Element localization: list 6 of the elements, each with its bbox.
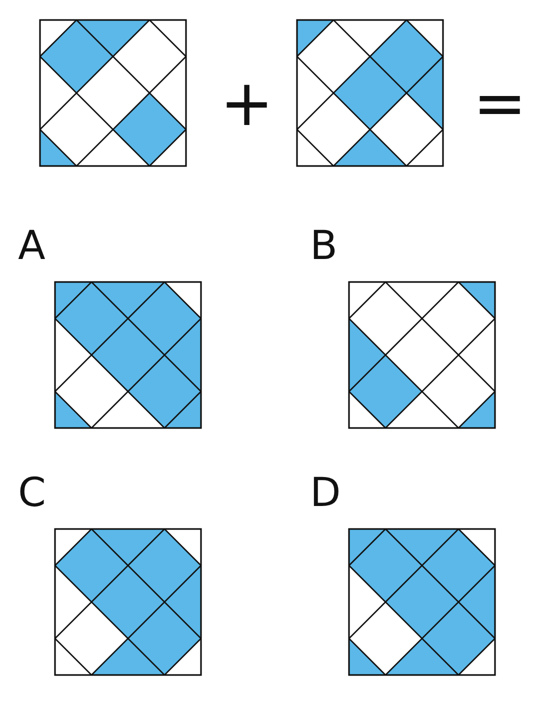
operator-sign: + bbox=[220, 72, 274, 136]
option-letter: B bbox=[310, 226, 338, 266]
option-letter: D bbox=[310, 473, 341, 513]
option-letter: A bbox=[18, 226, 46, 266]
operator-sign: = bbox=[473, 72, 527, 136]
option-letter: C bbox=[18, 473, 46, 513]
